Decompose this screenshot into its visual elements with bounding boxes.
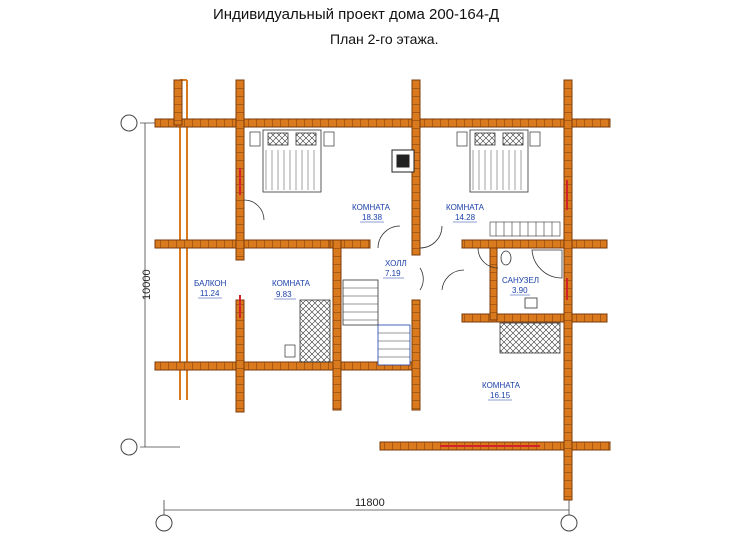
bed-small-room — [299, 299, 331, 363]
project-title: Индивидуальный проект дома 200-164-Д — [213, 6, 500, 23]
room-area-bedroom-1: 18.38 — [362, 213, 383, 222]
walls — [154, 79, 611, 501]
room-area-balcony: 11.24 — [200, 289, 220, 298]
height-dimension: 10000 — [141, 269, 153, 300]
bed-left-bedroom — [262, 129, 322, 193]
nightstands — [249, 131, 541, 358]
room-label-bathroom: САНУЗЕЛ — [502, 276, 539, 285]
room-area-bedroom-4: 16.15 — [490, 391, 511, 400]
room-area-bedroom-3: 9.83 — [276, 290, 292, 299]
room-label-bedroom-1: КОМНАТА — [352, 203, 391, 212]
floor-plan-subtitle: План 2-го этажа. — [330, 31, 439, 47]
axis-markers — [120, 114, 578, 532]
room-area-bedroom-2: 14.28 — [455, 213, 476, 222]
bed-right-bedroom — [469, 129, 529, 193]
dimension-lines — [140, 122, 570, 515]
bathroom-fixtures — [500, 249, 563, 309]
room-area-hall: 7.19 — [385, 269, 401, 278]
doors — [243, 199, 499, 291]
room-label-hall: ХОЛЛ — [385, 259, 407, 268]
stove — [391, 149, 415, 173]
wardrobe — [489, 221, 561, 237]
staircase — [342, 279, 411, 366]
windows — [239, 168, 568, 447]
bed-bottom-room — [499, 322, 561, 354]
room-area-bathroom: 3.90 — [512, 286, 528, 295]
room-label-bedroom-3: КОМНАТА — [272, 279, 311, 288]
room-label-bedroom-2: КОМНАТА — [446, 203, 485, 212]
width-dimension: 11800 — [355, 497, 385, 509]
room-label-balcony: БАЛКОН — [194, 279, 227, 288]
room-label-bedroom-4: КОМНАТА — [482, 381, 521, 390]
